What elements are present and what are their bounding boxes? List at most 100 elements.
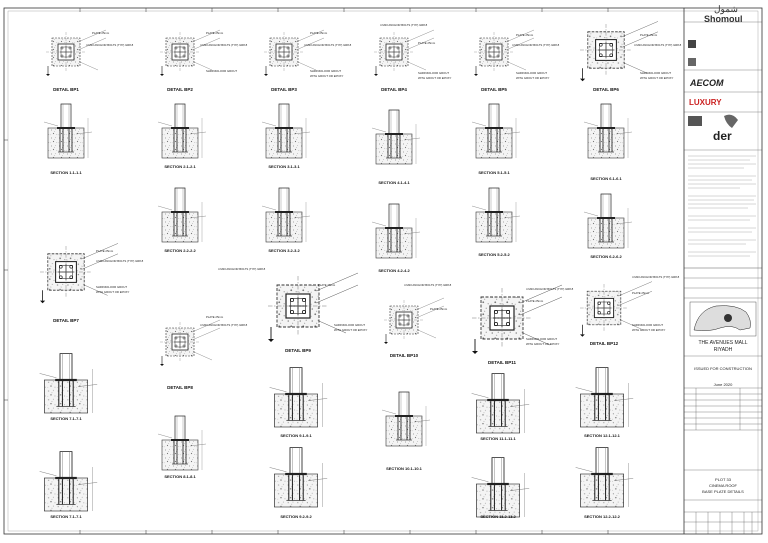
note-anchor-bp5: 4 M20 ANCHOR BOLTS (TYP) GR8.8 [512,43,560,47]
label-detail-bp6: DETAIL BP6 [593,87,619,92]
note-grout-bp6: SHRINKFLOOR GROUT [640,71,671,75]
revision-table [684,388,762,534]
label-detail-bp9: DETAIL BP9 [285,348,311,353]
client-logo-arabic: شمول [714,4,738,14]
detail-bp1-plan [45,29,107,77]
label-section-8-1: SECTION 8.1-8.1 [164,474,196,479]
note-anchor-bp3: 4 M20 ANCHOR BOLTS (TYP) GR8.8 [304,43,352,47]
note-plate-bp6: PLATE 25mm [640,33,658,37]
note-anchor-bp4: 4 M20 ANCHOR BOLTS (TYP) GR8.8 [380,23,428,27]
general-notes-lines [688,155,756,257]
project-name: THE AVENUES MALL [698,340,748,346]
note-anchor-bp10: 4 M20 ANCHOR BOLTS (TYP) GR8.8 [404,283,452,287]
note-grout-bp3: SHRINKFLOOR GROUT [310,69,341,73]
section-4-2 [371,203,421,259]
label-detail-bp2: DETAIL BP2 [167,87,193,92]
note-grout-bp7: SHRINKFLOOR GROUT [96,285,127,289]
note-anchor-bp2: 4 M20 ANCHOR BOLTS (TYP) GR8.8 [200,43,248,47]
client-logo: Shomoul [704,14,743,24]
note-epoxy-bp5: WITH GROUT OR EPOXY [516,76,549,80]
note-plate-bp1: PLATE 25mm [92,31,110,35]
drawing-title-2: CINEMA ROOF [708,483,737,488]
consultant-logo: AECOM [690,78,724,88]
logo-block-1 [688,40,696,48]
label-section-2-1: SECTION 2.1-2.1 [164,164,196,169]
note-plate-bp2: PLATE 25mm [206,31,224,35]
section-12-2 [574,447,634,508]
label-section-12-1: SECTION 12.1-12.1 [584,433,621,438]
label-section-11-2: SECTION 11.2-11.2 [480,514,516,519]
label-detail-bp7: DETAIL BP7 [53,318,79,323]
section-7-2 [38,451,98,512]
label-section-4-2: SECTION 4.2-4.2 [378,268,410,273]
label-section-12-2: SECTION 12.2-12.2 [584,514,621,519]
note-grout-bp11: SHRINKFLOOR GROUT [526,337,557,341]
note-plate-bp12: PLATE 25mm [632,291,650,295]
section-1-1 [43,103,93,159]
label-section-9-1: SECTION 9.1-9.1 [280,433,312,438]
label-detail-bp1: DETAIL BP1 [53,87,79,92]
section-2-1 [157,103,207,159]
label-section-1-1: SECTION 1.1-1.1 [50,170,82,175]
logo-swoosh-icon [724,114,738,128]
section-3-2 [261,187,311,243]
note-plate-bp3: PLATE 25mm [310,31,328,35]
label-section-11-1: SECTION 11.1-11.1 [480,436,516,441]
note-anchor-bp7: 4 M20 ANCHOR BOLTS (TYP) GR8.8 [96,259,144,263]
drawing-title-3: BASE PLATE DETAILS [702,489,744,494]
detail-bp4-plan [373,29,435,77]
section-11-1 [471,373,530,434]
label-detail-bp12: DETAIL BP12 [590,341,619,346]
section-9-2 [269,447,328,508]
logo-block-3 [688,116,702,126]
note-epoxy-bp4: WITH GROUT OR EPOXY [418,76,451,80]
section-5-2 [471,187,521,243]
section-5-1 [471,103,521,159]
note-grout-bp5: SHRINKFLOOR GROUT [516,71,547,75]
label-detail-bp3: DETAIL BP3 [271,87,297,92]
label-section-5-1: SECTION 5.1-5.1 [478,170,510,175]
note-epoxy-bp12: WITH GROUT OR EPOXY [632,328,665,332]
section-6-1 [583,103,633,159]
note-epoxy-bp9: WITH GROUT OR EPOXY [334,328,367,332]
label-detail-bp4: DETAIL BP4 [381,87,407,92]
label-section-5-2: SECTION 5.2-5.2 [478,252,510,257]
section-11-2 [471,457,530,518]
label-section-4-1: SECTION 4.1-4.1 [378,180,410,185]
section-2-2 [157,187,207,243]
note-plate-bp11: PLATE 25mm [526,299,544,303]
detail-bp10-plan [383,297,445,345]
note-epoxy-bp7: WITH GROUT OR EPOXY [96,290,129,294]
section-9-1 [269,367,328,428]
section-8-1 [157,415,207,471]
note-plate-bp10: PLATE 25mm [430,307,448,311]
title-block-frame [683,8,762,534]
note-plate-bp8: PLATE 25mm [206,315,224,319]
label-section-7-1: SECTION 7.1-7.1 [50,416,82,421]
label-section-7-2: SECTION 7.1-7.1 [50,514,82,519]
logo-block-2 [688,58,696,66]
note-epoxy-bp6: WITH GROUT OR EPOXY [640,76,673,80]
note-anchor-bp6: 4 M20 ANCHOR BOLTS (TYP) GR8.8 [634,43,682,47]
label-detail-bp5: DETAIL BP5 [481,87,507,92]
section-7-1 [38,353,98,414]
note-anchor-bp12: 4 M20 ANCHOR BOLTS (TYP) GR8.8 [632,275,680,279]
note-anchor-bp1: 4 M20 ANCHOR BOLTS (TYP) GR8.8 [86,43,134,47]
note-grout-bp4: SHRINKFLOOR GROUT [418,71,449,75]
note-grout-bp2: SHRINKFLOOR GROUT [206,69,237,73]
note-plate-bp4: PLATE 25mm [418,41,436,45]
label-section-3-2: SECTION 3.2-3.2 [268,248,300,253]
label-section-2-2: SECTION 2.2-2.2 [164,248,196,253]
key-plan [689,301,757,337]
note-grout-bp12: SHRINKFLOOR GROUT [632,323,663,327]
label-section-10-1: SECTION 10.1-10.1 [386,466,423,471]
section-3-1 [261,103,311,159]
brand-logo: LUXURY [689,98,722,107]
note-plate-bp5: PLATE 25mm [516,33,534,37]
section-4-1 [371,109,421,165]
label-section-6-1: SECTION 6.1-6.1 [590,176,622,181]
project-location: RIYADH [713,347,733,353]
note-plate-bp9: PLATE 25mm [318,283,336,287]
note-epoxy-bp11: WITH GROUT OR EPOXY [526,342,559,346]
